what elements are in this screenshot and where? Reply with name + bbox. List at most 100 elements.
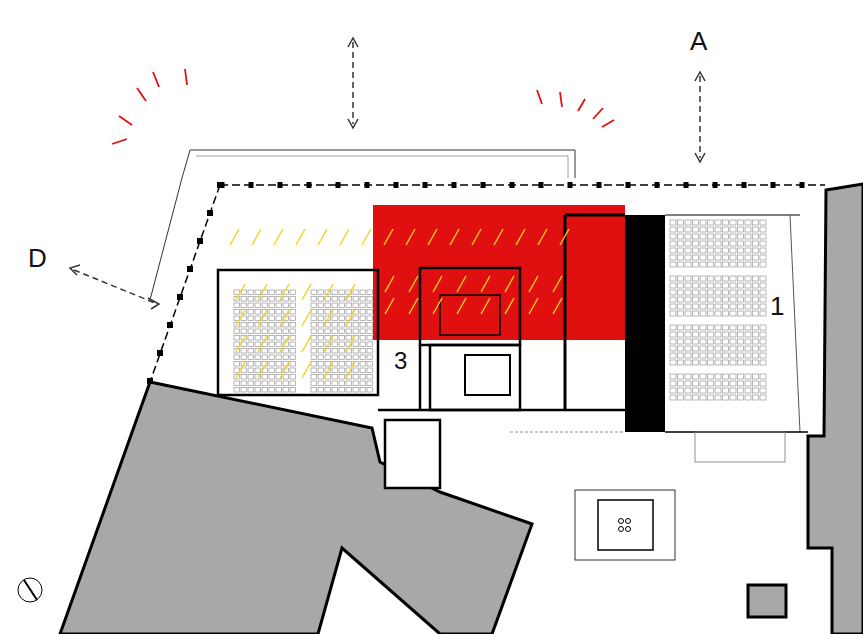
seat [262,303,268,308]
seat [290,375,296,380]
seat [360,349,366,354]
seat [276,342,282,347]
seat [332,381,338,386]
seat [290,290,296,295]
seat [318,375,324,380]
seat [753,360,759,365]
seat [367,329,373,334]
seat [367,297,373,302]
seat [276,290,282,295]
seat [678,227,684,232]
outline [510,432,625,433]
seat [723,311,729,316]
seat [715,346,721,351]
seat [318,336,324,341]
facade-post [655,182,660,188]
seat [670,220,676,225]
seat [360,329,366,334]
seat [730,353,736,358]
seat [693,276,699,281]
seat [730,297,736,302]
hatch-line [457,276,466,292]
seat [353,349,359,354]
seat [745,262,751,267]
seat [715,374,721,379]
hatch-line [318,229,327,245]
view-ticks [112,69,614,144]
seat [670,297,676,302]
seat [730,374,736,379]
seat [700,388,706,393]
seat [760,346,766,351]
seat [723,234,729,239]
neighbour-building [60,382,532,634]
wall [419,345,422,410]
seat [708,227,714,232]
seat [745,346,751,351]
seat [290,297,296,302]
seat [276,329,282,334]
seat [745,220,751,225]
seat [708,360,714,365]
seat [678,276,684,281]
seat [738,297,744,302]
seat [738,388,744,393]
hatch-line [433,276,442,292]
seat [290,381,296,386]
seat [353,368,359,373]
facade-post [365,182,370,188]
hatch-line [529,276,538,292]
stage-wall [625,215,665,432]
seat [730,311,736,316]
wall [665,215,800,216]
seat [708,395,714,400]
north-arrow [18,578,42,602]
seat [318,297,324,302]
seat [269,310,275,315]
seat [269,381,275,386]
seat [255,303,261,308]
seat [745,353,751,358]
seat [670,311,676,316]
seat [745,255,751,260]
seat [678,395,684,400]
seat [234,310,240,315]
seat [276,316,282,321]
facade-post [742,182,747,188]
seat [353,316,359,321]
skylight [598,500,653,550]
seat [685,388,691,393]
seat [753,353,759,358]
seat [269,368,275,373]
seat [700,304,706,309]
seat [678,374,684,379]
seat [708,234,714,239]
seat [685,283,691,288]
seat [367,362,373,367]
seat [248,349,254,354]
hatch-line [324,284,333,300]
seat [753,227,759,232]
seat [730,227,736,232]
seat [708,248,714,253]
seat [753,339,759,344]
seat [262,323,268,328]
hatch-line [346,310,355,326]
seat [745,241,751,246]
hatch-line [450,229,459,245]
seat [670,248,676,253]
seat [700,381,706,386]
seat [738,220,744,225]
seat [318,381,324,386]
seat [339,381,345,386]
seat [745,325,751,330]
seat [715,304,721,309]
facade-post [336,182,341,188]
seat [723,255,729,260]
hatch-line [553,298,562,314]
seat [367,336,373,341]
seat [700,311,706,316]
seat [332,316,338,321]
